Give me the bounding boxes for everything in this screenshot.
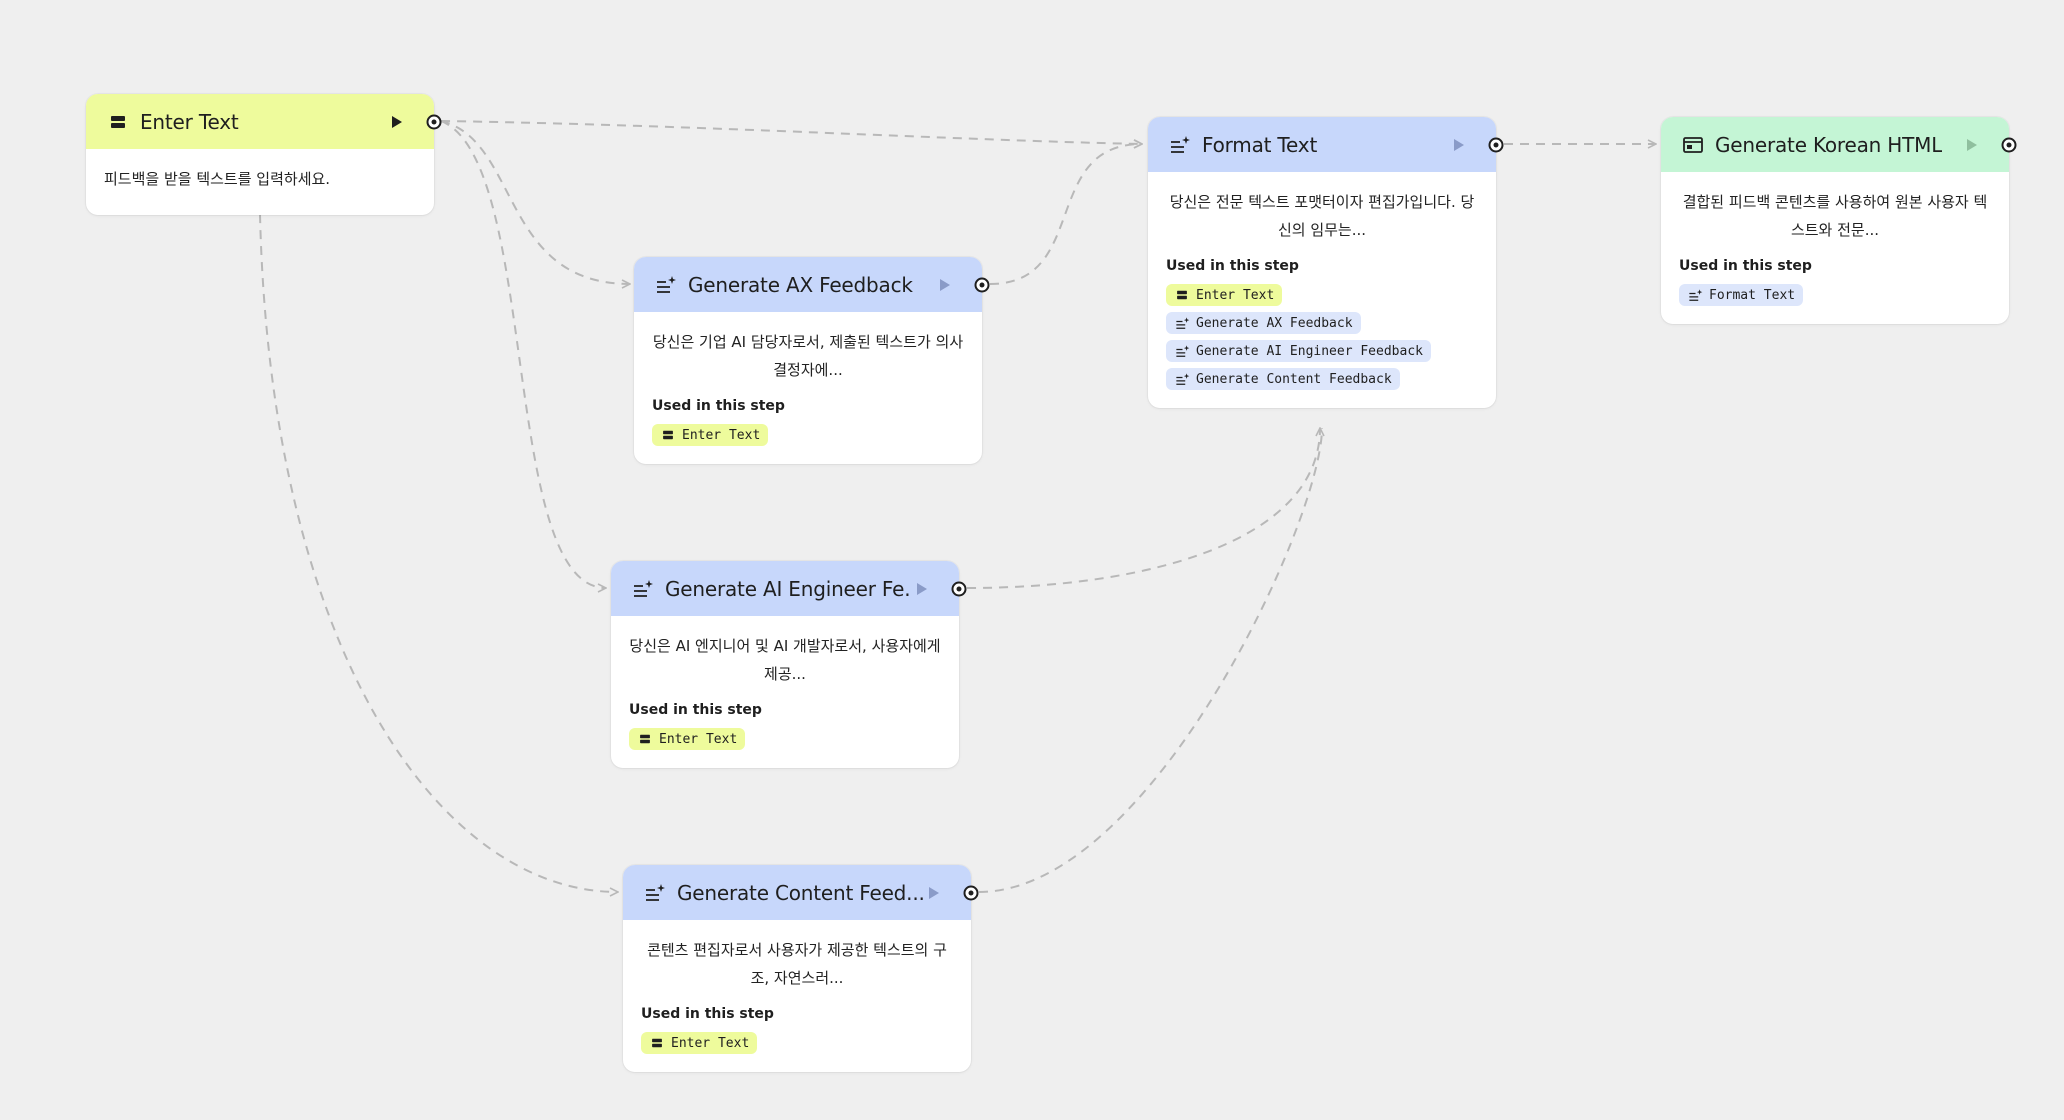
node-description: 당신은 기업 AI 담당자로서, 제출된 텍스트가 의사결정자에... — [652, 333, 964, 379]
prompt-sparkle-icon — [643, 881, 667, 905]
output-port-icon[interactable] — [426, 114, 442, 130]
node-enter-text[interactable]: Enter Text 피드백을 받을 텍스트를 입력하세요. — [86, 94, 442, 215]
chip-label: Generate AI Engineer Feedback — [1196, 343, 1423, 359]
node-description: 피드백을 받을 텍스트를 입력하세요. — [104, 170, 331, 188]
input-chip[interactable]: Generate Content Feedback — [1166, 368, 1400, 390]
prompt-sparkle-icon — [654, 273, 678, 297]
node-header[interactable]: Generate Korean HTML — [1661, 117, 2017, 172]
node-header[interactable]: Enter Text — [86, 94, 442, 149]
chip-label: Format Text — [1709, 287, 1796, 303]
node-header[interactable]: Format Text — [1148, 117, 1504, 172]
edge-enter-to-ai-engineer — [440, 120, 606, 588]
node-header[interactable]: Generate AX Feedback — [634, 257, 990, 312]
prompt-sparkle-icon — [1174, 343, 1190, 359]
input-chip-list: Enter Text Generate AX Feedback Generate… — [1166, 284, 1478, 390]
node-title: Enter Text — [140, 109, 239, 134]
edge-enter-to-format — [440, 120, 1142, 144]
input-node-icon — [106, 110, 130, 134]
node-description: 콘텐츠 편집자로서 사용자가 제공한 텍스트의 구조, 자연스러... — [647, 941, 947, 987]
output-port-icon[interactable] — [963, 885, 979, 901]
input-node-icon — [637, 731, 653, 747]
input-chip[interactable]: Enter Text — [629, 728, 746, 750]
edge-enter-to-ax — [440, 120, 630, 284]
play-icon[interactable] — [1965, 138, 1979, 152]
chip-label: Generate Content Feedback — [1196, 371, 1392, 387]
node-title: Generate Korean HTML — [1715, 132, 1943, 157]
edge-ai-engineer-to-format — [966, 428, 1320, 589]
input-chip-list: Format Text — [1679, 284, 1991, 306]
node-generate-ai-engineer-feedback[interactable]: Generate AI Engineer Fe... 당신은 AI 엔지니어 및… — [611, 561, 967, 768]
chip-label: Generate AX Feedback — [1196, 315, 1353, 331]
input-chip[interactable]: Generate AI Engineer Feedback — [1166, 340, 1431, 362]
input-node-icon — [1174, 287, 1190, 303]
node-header[interactable]: Generate Content Feed... — [623, 865, 979, 920]
prompt-sparkle-icon — [1687, 287, 1703, 303]
html-output-icon — [1681, 133, 1705, 157]
output-port-icon[interactable] — [1488, 137, 1504, 153]
node-description: 결합된 피드백 콘텐츠를 사용하여 원본 사용자 텍스트와 전문... — [1682, 193, 1988, 239]
used-in-step-label: Used in this step — [1166, 258, 1299, 274]
node-description: 당신은 AI 엔지니어 및 AI 개발자로서, 사용자에게 제공... — [629, 637, 941, 683]
input-chip-list: Enter Text — [641, 1032, 953, 1054]
used-in-step-label: Used in this step — [1679, 258, 1812, 274]
chip-label: Enter Text — [659, 731, 738, 747]
input-chip[interactable]: Format Text — [1679, 284, 1804, 306]
node-header[interactable]: Generate AI Engineer Fe... — [611, 561, 967, 616]
node-generate-korean-html[interactable]: Generate Korean HTML 결합된 피드백 콘텐츠를 사용하여 원… — [1661, 117, 2017, 324]
prompt-sparkle-icon — [631, 577, 655, 601]
edge-enter-to-content — [259, 213, 618, 892]
output-port-icon[interactable] — [951, 581, 967, 597]
chip-label: Enter Text — [682, 427, 761, 443]
prompt-sparkle-icon — [1174, 315, 1190, 331]
used-in-step-label: Used in this step — [652, 398, 785, 414]
output-port-icon[interactable] — [2001, 137, 2017, 153]
input-node-icon — [649, 1035, 665, 1051]
input-chip-list: Enter Text — [629, 728, 941, 750]
play-icon[interactable] — [1452, 138, 1466, 152]
play-icon[interactable] — [915, 582, 929, 596]
input-node-icon — [660, 427, 676, 443]
input-chip[interactable]: Enter Text — [641, 1032, 758, 1054]
input-chip[interactable]: Generate AX Feedback — [1166, 312, 1361, 334]
play-icon[interactable] — [938, 278, 952, 292]
play-icon[interactable] — [390, 115, 404, 129]
node-generate-content-feedback[interactable]: Generate Content Feed... 콘텐츠 편집자로서 사용자가 … — [623, 865, 979, 1072]
play-icon[interactable] — [927, 886, 941, 900]
edge-ax-to-format — [989, 144, 1142, 285]
node-title: Generate AI Engineer Fe... — [665, 576, 911, 601]
input-chip[interactable]: Enter Text — [1166, 284, 1283, 306]
output-port-icon[interactable] — [974, 277, 990, 293]
input-chip[interactable]: Enter Text — [652, 424, 769, 446]
chip-label: Enter Text — [671, 1035, 750, 1051]
edge-content-to-format — [978, 427, 1323, 893]
prompt-sparkle-icon — [1168, 133, 1192, 157]
node-format-text[interactable]: Format Text 당신은 전문 텍스트 포맷터이자 편집가입니다. 당신의… — [1148, 117, 1504, 408]
node-title: Generate AX Feedback — [688, 272, 913, 297]
input-chip-list: Enter Text — [652, 424, 964, 446]
node-title: Generate Content Feed... — [677, 880, 923, 905]
chip-label: Enter Text — [1196, 287, 1275, 303]
used-in-step-label: Used in this step — [641, 1006, 774, 1022]
node-title: Format Text — [1202, 132, 1318, 157]
node-description: 당신은 전문 텍스트 포맷터이자 편집가입니다. 당신의 임무는... — [1169, 193, 1475, 239]
used-in-step-label: Used in this step — [629, 702, 762, 718]
node-generate-ax-feedback[interactable]: Generate AX Feedback 당신은 기업 AI 담당자로서, 제출… — [634, 257, 990, 464]
prompt-sparkle-icon — [1174, 371, 1190, 387]
